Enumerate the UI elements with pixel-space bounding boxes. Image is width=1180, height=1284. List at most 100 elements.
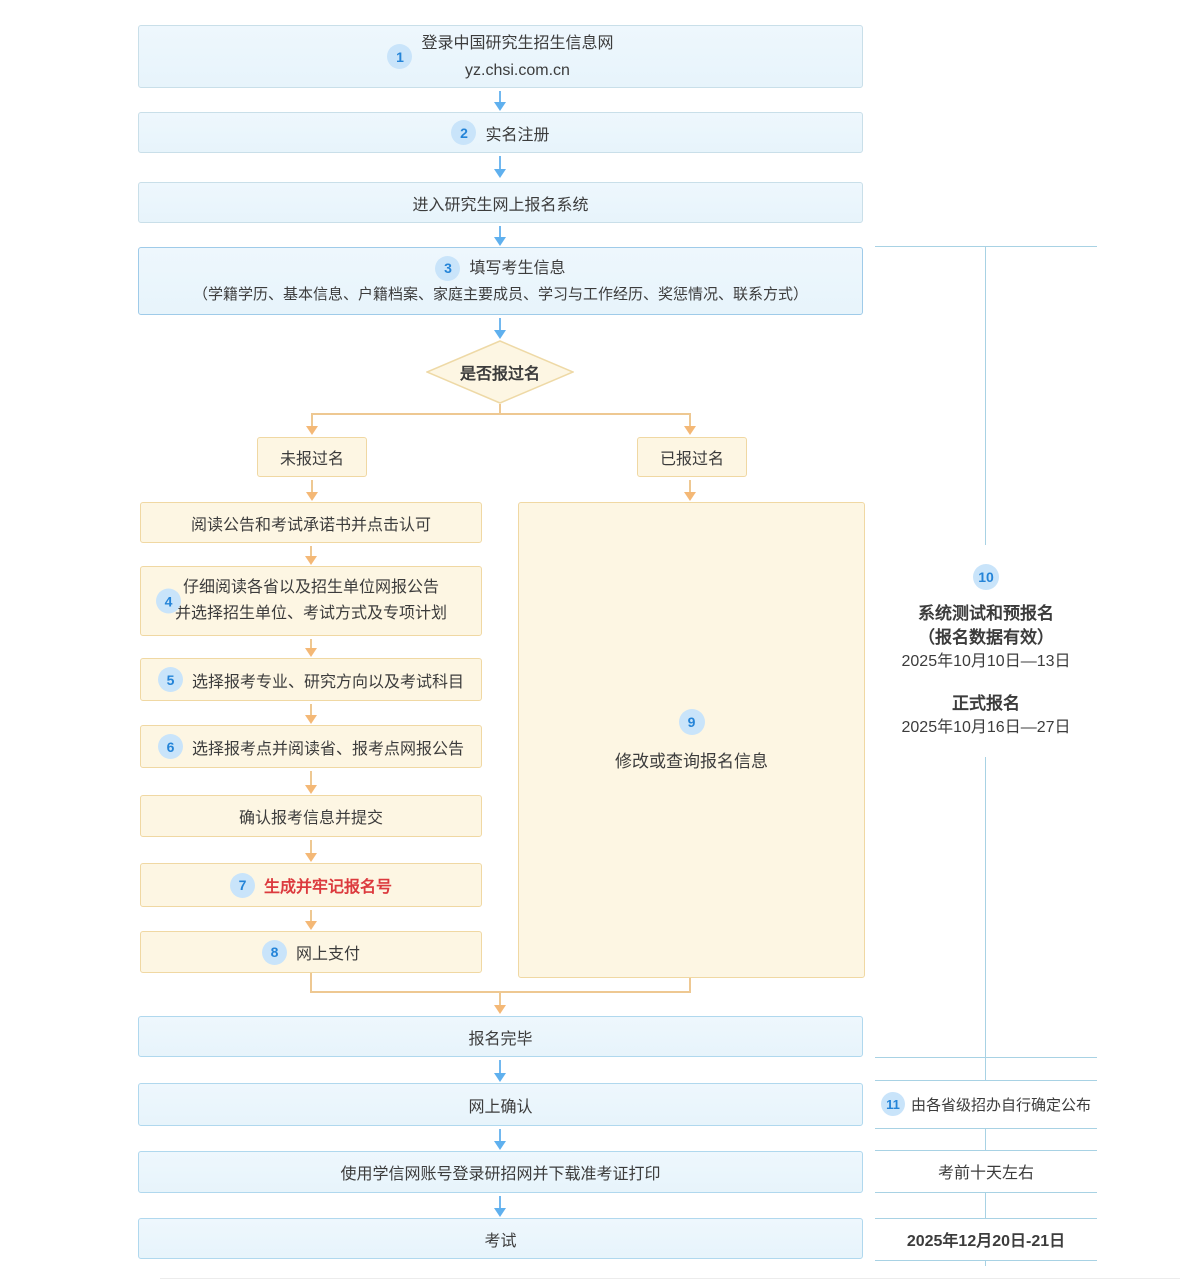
side-vertical-line (985, 757, 986, 1057)
connector-line (499, 404, 501, 414)
formal-date: 2025年10月16日—27日 (901, 719, 1071, 736)
side-schedule-block: 系统测试和预报名 （报名数据有效） 2025年10月10日—13日 正式报名 2… (875, 602, 1097, 740)
step-box-choose-unit: 4 仔细阅读各省以及招生单位网报公告 并选择招生单位、考试方式及专项计划 (140, 566, 482, 636)
side-vertical-tick (985, 1192, 986, 1218)
step-box-print-ticket: 使用学信网账号登录研招网并下载准考证打印 (138, 1151, 863, 1193)
side-cell-ticket-time: 考前十天左右 (875, 1150, 1097, 1192)
online-payment-label: 网上支付 (295, 946, 360, 963)
step-box-choose-major: 5 选择报考专业、研究方向以及考试科目 (140, 658, 482, 701)
arrow-down-icon (305, 414, 318, 435)
step-number-11: 11 (880, 1092, 905, 1116)
connector-line (310, 991, 691, 993)
choose-unit-line1: 仔细阅读各省以及招生单位网报公告 (182, 579, 439, 596)
side-divider-line (875, 1080, 1097, 1081)
step-number-1: 1 (387, 44, 413, 69)
arrow-down-icon (493, 91, 506, 111)
pretest-note: （报名数据有效） (918, 628, 1054, 647)
choose-site-label: 选择报考点并阅读省、报考点网报公告 (191, 740, 464, 758)
side-divider-line (875, 1192, 1097, 1193)
confirm-submit-label: 确认报考信息并提交 (238, 810, 383, 827)
pretest-title: 系统测试和预报名 (918, 604, 1054, 623)
step-box-register: 2 实名注册 (138, 112, 863, 153)
step-box-enter-system: 进入研究生网上报名系统 (138, 182, 863, 223)
decision-label: 是否报过名 (459, 366, 540, 383)
branch-box-registered: 已报过名 (637, 437, 747, 477)
side-divider-line (875, 1057, 1097, 1058)
formal-title: 正式报名 (952, 694, 1020, 713)
step-number-8: 8 (261, 939, 287, 965)
arrow-down-icon (305, 480, 318, 501)
bottom-faint-line (160, 1278, 1180, 1279)
read-notice-label: 阅读公告和考试承诺书并点击认可 (190, 516, 431, 534)
exam-date-label: 2025年12月20日-21日 (906, 1233, 1066, 1250)
arrow-down-icon (493, 993, 506, 1014)
side-cell-exam-date: 2025年12月20日-21日 (875, 1218, 1097, 1260)
side-divider-line (875, 1128, 1097, 1129)
step-box-online-payment: 8 网上支付 (140, 931, 482, 973)
remember-id-label: 生成并牢记报名号 (263, 879, 392, 896)
choose-major-label: 选择报考专业、研究方向以及考试科目 (191, 673, 464, 691)
decision-diamond: 是否报过名 (425, 340, 575, 404)
registration-done-label: 报名完毕 (468, 1030, 533, 1048)
step-box-registration-done: 报名完毕 (138, 1016, 863, 1057)
side-vertical-tick (985, 1260, 986, 1266)
modify-query-label: 修改或查询报名信息 (615, 751, 768, 771)
step-number-3: 3 (435, 256, 461, 281)
fill-info-label: 填写考生信息 (469, 260, 566, 277)
exam-label: 考试 (484, 1232, 517, 1250)
confirm-time-label: 由各省级招办自行确定公布 (910, 1096, 1091, 1114)
arrow-down-icon (304, 546, 317, 565)
step-number-5: 5 (157, 667, 183, 692)
arrow-down-icon (683, 414, 696, 435)
login-site-url: yz.chsi.com.cn (465, 61, 570, 79)
arrow-down-icon (493, 318, 506, 339)
arrow-down-icon (304, 840, 317, 862)
step-number-9: 9 (678, 708, 705, 735)
side-cell-confirm-time: 11 由各省级招办自行确定公布 (875, 1080, 1097, 1128)
connector-line (689, 978, 691, 993)
step-box-remember-id: 7 生成并牢记报名号 (140, 863, 482, 907)
arrow-down-icon (493, 1196, 506, 1217)
ticket-time-label: 考前十天左右 (937, 1165, 1034, 1182)
step-number-10: 10 (973, 564, 999, 590)
arrow-down-icon (493, 226, 506, 246)
step-number-6: 6 (157, 734, 183, 759)
side-divider-line (875, 246, 1097, 247)
step-box-modify-query: 9 修改或查询报名信息 (518, 502, 865, 978)
step-box-confirm-submit: 确认报考信息并提交 (140, 795, 482, 837)
arrow-down-icon (493, 1129, 506, 1150)
arrow-down-icon (683, 480, 696, 501)
step-number-7: 7 (229, 872, 255, 898)
arrow-down-icon (493, 1060, 506, 1082)
connector-line (310, 973, 312, 993)
pretest-date: 2025年10月10日—13日 (901, 653, 1071, 670)
step-box-online-confirm: 网上确认 (138, 1083, 863, 1126)
arrow-down-icon (304, 771, 317, 794)
branch-not-registered-label: 未报过名 (279, 451, 344, 468)
arrow-down-icon (493, 156, 506, 178)
step-number-2: 2 (451, 120, 477, 145)
diamond-shape-icon (425, 340, 575, 404)
step-box-fill-info: 3 填写考生信息 （学籍学历、基本信息、户籍档案、家庭主要成员、学习与工作经历、… (138, 247, 863, 315)
step-box-choose-site: 6 选择报考点并阅读省、报考点网报公告 (140, 725, 482, 768)
step-box-read-notice: 阅读公告和考试承诺书并点击认可 (140, 502, 482, 543)
login-site-label: 登录中国研究生招生信息网 (421, 34, 614, 52)
branch-registered-label: 已报过名 (659, 451, 724, 468)
side-divider-line (875, 1218, 1097, 1219)
side-vertical-tick (985, 1057, 986, 1080)
register-label: 实名注册 (485, 126, 550, 144)
arrow-down-icon (304, 910, 317, 930)
step-number-4: 4 (156, 588, 181, 614)
side-vertical-line (985, 247, 986, 545)
print-ticket-label: 使用学信网账号登录研招网并下载准考证打印 (340, 1166, 661, 1183)
side-vertical-tick (985, 1128, 986, 1150)
branch-box-not-registered: 未报过名 (257, 437, 367, 477)
side-divider-line (875, 1260, 1097, 1261)
enter-system-label: 进入研究生网上报名系统 (412, 196, 589, 214)
side-divider-line (875, 1150, 1097, 1151)
connector-line (311, 413, 691, 415)
fill-info-detail: （学籍学历、基本信息、户籍档案、家庭主要成员、学习与工作经历、奖惩情况、联系方式… (192, 286, 808, 303)
arrow-down-icon (304, 639, 317, 657)
step-box-login: 1 登录中国研究生招生信息网 yz.chsi.com.cn (138, 25, 863, 88)
